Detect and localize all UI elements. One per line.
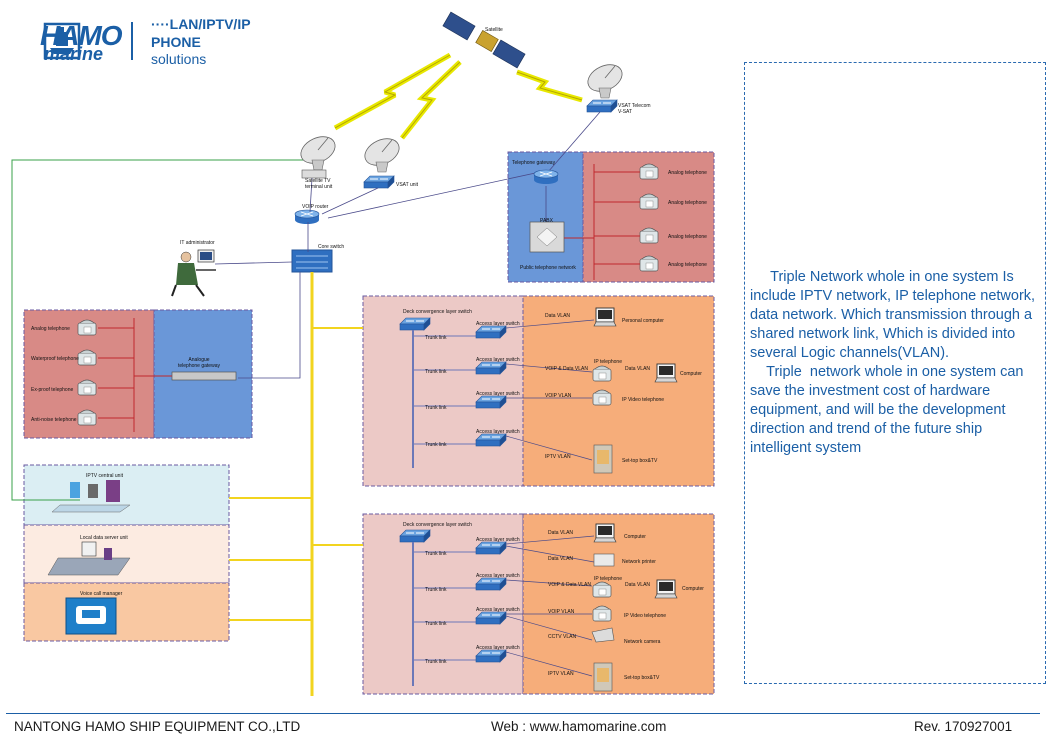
label-deck2-trunk-1: Trunk link (425, 551, 447, 557)
label-deck1-vlan-2: VOIP & Data VLAN (545, 366, 588, 372)
label-public-network: Public telephone network (520, 265, 576, 271)
label-iptv-central: IPTV central unit (86, 473, 123, 479)
label-right-phone-4: Analog telephone (668, 262, 707, 268)
description-text: Triple Network whole in one system Is in… (750, 269, 1036, 456)
title-line-3: solutions (151, 51, 207, 67)
label-deck1-vlan-1: Data VLAN (545, 313, 571, 319)
label-local-server: Local data server unit (80, 535, 128, 541)
label-deck1-data-vlan: Data VLAN (625, 366, 651, 372)
label-core-switch: Core switch (318, 244, 345, 250)
label-right-phone-2: Analog telephone (668, 200, 707, 206)
label-deck1-vlan-3: VOIP VLAN (545, 393, 572, 399)
ship-logo-icon (43, 22, 81, 60)
description-panel (744, 62, 1046, 684)
label-deck2-device-5: Network camera (624, 639, 661, 645)
label-deck1-vlan-4: IPTV VLAN (545, 454, 571, 460)
label-deck2-device-4: IP Video telephone (624, 613, 667, 619)
label-deck2-vlan-6: IPTV VLAN (548, 671, 574, 677)
label-deck1-access-2: Access layer switch (476, 357, 520, 363)
label-left-phone-4: Anti-noise telephone (31, 417, 77, 423)
label-analog-gateway: Analogue telephone gateway (178, 357, 220, 369)
label-right-phone-1: Analog telephone (668, 170, 707, 176)
label-deck2-switch: Deck convergence layer switch (403, 522, 472, 528)
label-deck1-access-1: Access layer switch (476, 321, 520, 327)
label-deck2-vlan-2: Data VLAN (548, 556, 574, 562)
label-satellite-tv: Satellite TV terminal unit (305, 178, 333, 190)
label-deck1-ip-phone: IP telephone (594, 359, 622, 365)
iptv-central-icon (51, 480, 131, 513)
label-vsat: VSAT Telecom V-SAT (618, 103, 651, 115)
satellite-icon (442, 11, 526, 69)
footer-web: Web : www.hamomarine.com (491, 719, 667, 734)
label-deck1-switch: Deck convergence layer switch (403, 309, 472, 315)
label-voice-manager: Voice call manager (80, 591, 123, 597)
admin-person-icon (171, 249, 216, 297)
logo-subword: marine (44, 44, 104, 64)
footer-divider (6, 713, 1040, 714)
label-deck2-device-6: Set-top box&TV (624, 675, 660, 681)
label-left-phone-2: Waterproof telephone (31, 356, 79, 362)
title-line-1: ····LAN/IPTV/IP (151, 16, 251, 32)
label-deck2-trunk-2: Trunk link (425, 587, 447, 593)
label-deck1-trunk-3: Trunk link (425, 405, 447, 411)
label-deck1-device-3: IP Video telephone (622, 397, 665, 403)
label-deck1-access-4: Access layer switch (476, 429, 520, 435)
label-telephone-gateway: Telephone gateway (512, 160, 556, 166)
label-deck1-device-1: Personal computer (622, 318, 664, 324)
label-left-phone-3: Ex-proof telephone (31, 387, 74, 393)
label-deck2-vlan-1: Data VLAN (548, 530, 574, 536)
label-deck1-trunk-2: Trunk link (425, 369, 447, 375)
label-satellite: Satellite (485, 27, 503, 33)
label-deck2-access-3: Access layer switch (476, 607, 520, 613)
label-deck1-device-2: Computer (680, 371, 702, 377)
label-vsat-unit: VSAT unit (396, 182, 419, 188)
label-deck1-device-4: Set-top box&TV (622, 458, 658, 464)
label-it-admin: IT administrator (180, 240, 215, 246)
label-deck2-vlan-4: VOIP VLAN (548, 609, 575, 615)
local-server-icon (47, 541, 131, 576)
label-deck2-vlan-5: CCTV VLAN (548, 634, 577, 640)
label-pabx: PABX (540, 218, 553, 224)
label-deck2-access-4: Access layer switch (476, 645, 520, 651)
logo-divider (131, 22, 133, 60)
label-deck1-access-3: Access layer switch (476, 391, 520, 397)
label-deck2-access-1: Access layer switch (476, 537, 520, 543)
network-diagram (11, 11, 715, 696)
footer-company: NANTONG HAMO SHIP EQUIPMENT CO.,LTD (14, 719, 301, 734)
title-line-2: PHONE (151, 34, 201, 50)
label-deck2-access-2: Access layer switch (476, 573, 520, 579)
label-deck1-trunk-1: Trunk link (425, 335, 447, 341)
label-deck1-trunk-4: Trunk link (425, 442, 447, 448)
label-deck2-ip-phone: IP telephone (594, 576, 622, 582)
label-deck2-vlan-3: VOIP & Data VLAN (548, 582, 591, 588)
label-deck2-device-1: Computer (624, 534, 646, 540)
label-deck2-data-vlan: Data VLAN (625, 582, 651, 588)
label-deck2-device-3: Computer (682, 586, 704, 592)
label-deck2-device-2: Network printer (622, 559, 656, 565)
footer-rev: Rev. 170927001 (914, 719, 1013, 734)
label-deck2-trunk-3: Trunk link (425, 621, 447, 627)
label-right-phone-3: Analog telephone (668, 234, 707, 240)
logo-word: HAMO (40, 20, 123, 51)
voice-manager-icon (65, 597, 117, 635)
label-deck2-trunk-4: Trunk link (425, 659, 447, 665)
label-left-phone-1: Analog telephone (31, 326, 70, 332)
label-voip-router: VOIP router (302, 204, 329, 210)
